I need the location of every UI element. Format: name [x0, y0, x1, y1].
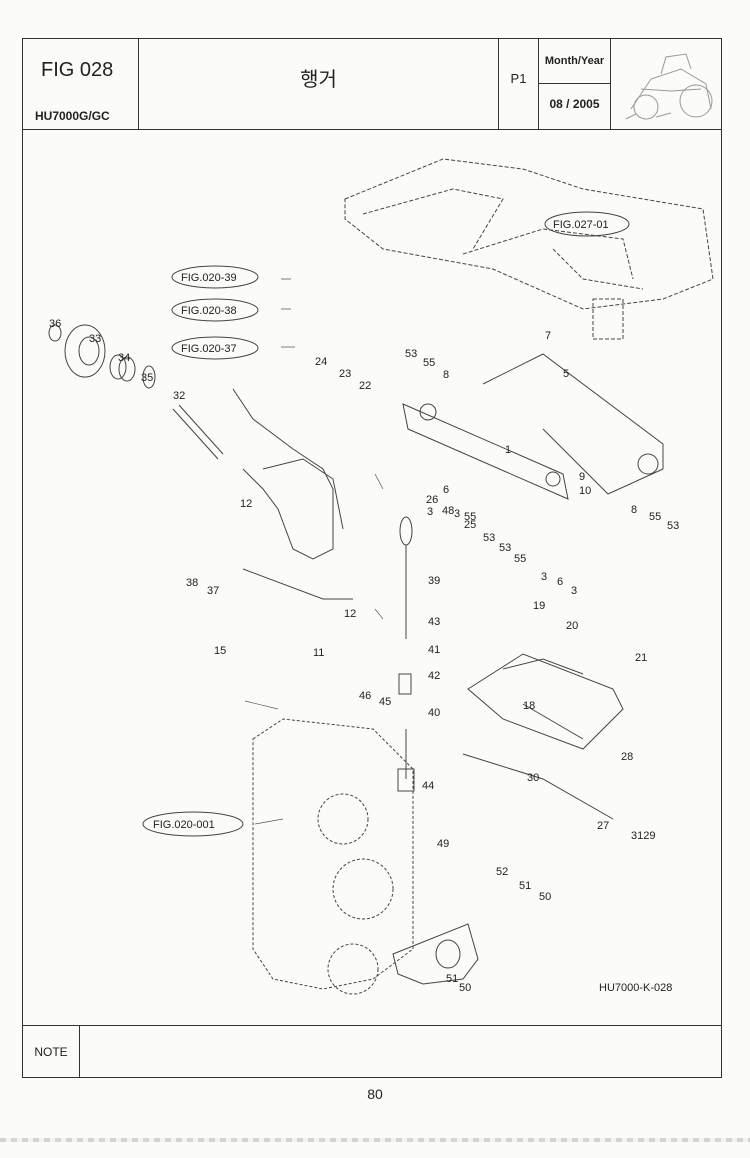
lift-rod: [397, 516, 415, 792]
callout-53-mid: 53: [483, 532, 495, 544]
thumbnail-cell: [611, 39, 721, 129]
callout-46: 46: [359, 690, 371, 702]
callout-7: 7: [545, 330, 551, 342]
callout-8-right: 8: [631, 504, 637, 516]
callout-9: 9: [579, 471, 585, 483]
ref-fig-020-37: FIG.020-37: [181, 343, 237, 355]
callout-22: 22: [359, 380, 371, 392]
note-label: NOTE: [23, 1026, 80, 1078]
hitch-frame-outline: [344, 158, 714, 340]
callout-42: 42: [428, 670, 440, 682]
callout-43: 43: [428, 616, 440, 628]
callout-41: 41: [428, 644, 440, 656]
callout-12-b: 12: [344, 608, 356, 620]
callout-8-top: 8: [443, 369, 449, 381]
note-box: NOTE: [23, 1025, 721, 1079]
callout-45: 45: [379, 696, 391, 708]
callout-53-low: 53: [499, 542, 511, 554]
ref-fig-027-01: FIG.027-01: [553, 219, 609, 231]
ref-fig-020-38: FIG.020-38: [181, 305, 237, 317]
model-name: HU7000G/GC: [35, 109, 110, 123]
callout-28: 28: [621, 751, 633, 763]
callout-38: 38: [186, 577, 198, 589]
date-cell: Month/Year 08 / 2005: [539, 39, 611, 129]
cover-plate: [392, 923, 479, 985]
ref-fig-020-39: FIG.020-39: [181, 272, 237, 284]
callout-35: 35: [141, 372, 153, 384]
header-table: FIG 028 HU7000G/GC 행거 P1 Month/Year 08 /…: [23, 39, 721, 130]
callout-1: 1: [505, 444, 511, 456]
month-year-value: 08 / 2005: [549, 97, 600, 111]
callout-11: 11: [313, 647, 324, 659]
callout-3129: 3129: [631, 830, 655, 842]
callout-3-c: 3: [541, 571, 547, 583]
callout-52: 52: [496, 866, 508, 878]
callout-15: 15: [214, 645, 226, 657]
callout-20: 20: [566, 620, 578, 632]
month-year-label: Month/Year: [544, 55, 605, 67]
callout-21: 21: [635, 652, 647, 664]
reference-bubbles: FIG.027-01 FIG.020-39 FIG.020-38 FIG.020…: [142, 211, 630, 837]
callout-33: 33: [89, 333, 101, 345]
callout-12-a: 12: [240, 498, 252, 510]
tractor-thumbnail-icon: [625, 53, 713, 120]
callout-37: 37: [207, 585, 219, 597]
callout-34: 34: [118, 352, 130, 364]
fig-number-cell: FIG 028 HU7000G/GC: [23, 39, 139, 129]
callout-24: 24: [315, 356, 327, 368]
callout-36: 36: [49, 318, 61, 330]
callout-23: 23: [339, 368, 351, 380]
callout-50-a: 50: [539, 891, 551, 903]
callout-18: 18: [523, 700, 535, 712]
callout-55-mid: 55: [464, 511, 476, 523]
callout-27: 27: [597, 820, 609, 832]
scan-artifact: [0, 1138, 750, 1142]
callout-3-a: 3: [427, 506, 433, 518]
callout-6-b: 6: [557, 576, 563, 588]
ref-fig-020-001: FIG.020-001: [153, 819, 215, 831]
lift-arm: [402, 353, 664, 500]
callout-30: 30: [527, 772, 539, 784]
callout-49: 49: [437, 838, 449, 850]
page-number: 80: [367, 1086, 383, 1102]
title-cell: 행거: [139, 39, 499, 129]
callout-55-right: 55: [649, 511, 661, 523]
part-callouts: 36 33 34 35 32 24 23 22 53 55 8 5 7 1 9 …: [49, 318, 679, 994]
pulley-assembly: [48, 324, 224, 460]
callout-55-top: 55: [423, 357, 435, 369]
page-code: P1: [510, 71, 527, 86]
callout-3-d: 3: [571, 585, 577, 597]
figure-sheet: FIG 028 HU7000G/GC 행거 P1 Month/Year 08 /…: [22, 38, 722, 1078]
bracket-assembly: [232, 388, 353, 600]
callout-25: 25: [464, 519, 476, 531]
callout-3-b: 3: [454, 508, 460, 520]
callout-19: 19: [533, 600, 545, 612]
callout-51-a: 51: [519, 880, 531, 892]
callout-32: 32: [173, 390, 185, 402]
page-cell: P1: [499, 39, 539, 129]
drawing-code: HU7000-K-028: [599, 982, 672, 994]
transmission-housing: [252, 718, 414, 995]
fig-number: FIG 028: [41, 59, 114, 81]
exploded-parts-diagram: FIG.027-01 FIG.020-39 FIG.020-38 FIG.020…: [48, 158, 714, 995]
callout-53-right: 53: [667, 520, 679, 532]
lower-link: [462, 653, 624, 820]
callout-40: 40: [428, 707, 440, 719]
callout-6-a: 6: [443, 484, 449, 496]
callout-53-top: 53: [405, 348, 417, 360]
page-title: 행거: [300, 67, 337, 91]
callout-5: 5: [563, 368, 569, 380]
callout-55-low: 55: [514, 553, 526, 565]
callout-26: 26: [426, 494, 438, 506]
callout-50-b: 50: [459, 982, 471, 994]
callout-10: 10: [579, 485, 591, 497]
callout-51-b: 51: [446, 973, 458, 985]
callout-48: 48: [442, 505, 454, 517]
callout-44: 44: [422, 780, 434, 792]
callout-39: 39: [428, 575, 440, 587]
